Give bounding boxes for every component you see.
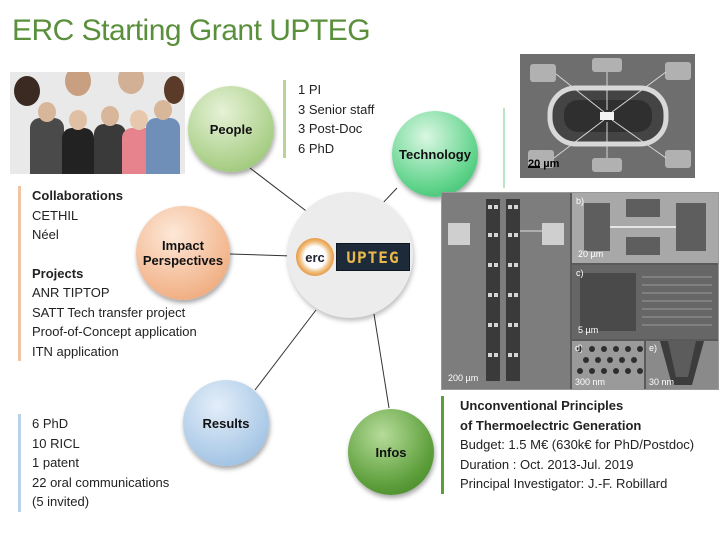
sem-panel-e-label: e) — [649, 343, 658, 353]
infos-budget: Budget: 1.5 M€ (630k€ for PhD/Postdoc) — [460, 437, 695, 452]
results-line: 1 patent — [32, 455, 79, 470]
sem-panel-c-drawing — [572, 265, 718, 339]
infos-heading-line2: of Thermoelectric Generation — [460, 417, 642, 433]
team-photo — [10, 72, 185, 174]
sem-panel-d-label: d) — [575, 343, 584, 353]
people-details: 1 PI 3 Senior staff 3 Post-Doc 6 PhD — [283, 80, 374, 158]
results-line: (5 invited) — [32, 494, 90, 509]
results-line: 6 PhD — [32, 416, 69, 431]
results-line: 10 RICL — [32, 435, 80, 451]
people-line: 1 PI — [298, 82, 322, 97]
sem-image-device: 20 µm — [520, 54, 695, 178]
sem-panel-c-scale: 5 µm — [578, 325, 599, 335]
people-line: 3 Senior staff — [298, 101, 375, 117]
collaboration-item: Néel — [32, 227, 59, 242]
people-line: 6 PhD — [298, 140, 335, 156]
infos-pi: Principal Investigator: J.-F. Robillard — [460, 476, 668, 491]
infos-duration: Duration : Oct. 2013-Jul. 2019 — [460, 456, 634, 472]
sem-panel-e-drawing — [646, 341, 718, 389]
sem-image-panels: 200 µm b) 20 µm c) 5 µm — [441, 192, 719, 390]
sem-panel-b-drawing — [572, 193, 718, 263]
upteg-logo: erc UPTEG — [296, 238, 410, 276]
collaboration-item: CETHIL — [32, 207, 79, 223]
infos-heading-line1: Unconventional Principles — [460, 398, 624, 413]
project-item: ITN application — [32, 343, 119, 359]
results-details: 6 PhD 10 RICL 1 patent 22 oral communica… — [18, 414, 169, 512]
project-item: Proof-of-Concept application — [32, 324, 197, 339]
sem-panel-c: c) 5 µm — [572, 265, 718, 339]
connector-impact — [229, 253, 293, 257]
sem-device-drawing — [520, 54, 695, 178]
node-results: Results — [183, 380, 269, 466]
node-impact-perspectives: Impact Perspectives — [136, 206, 230, 300]
sem-device-scale: 20 µm — [528, 158, 560, 170]
sem-panel-c-label: c) — [576, 268, 584, 278]
sem-panel-b-label: b) — [576, 196, 585, 206]
people-line: 3 Post-Doc — [298, 121, 363, 136]
project-item: ANR TIPTOP — [32, 285, 110, 300]
sem-panel-d-scale: 300 nm — [575, 377, 606, 387]
node-technology: Technology — [392, 111, 478, 197]
node-people: People — [188, 86, 274, 172]
sem-panel-main: 200 µm — [442, 193, 570, 389]
sem-panel-b: b) 20 µm — [572, 193, 718, 263]
erc-logo: erc — [296, 238, 334, 276]
collaborations-heading: Collaborations — [32, 188, 124, 203]
impact-details: Collaborations CETHIL Néel Projects ANR … — [18, 186, 197, 361]
sem-panel-e: e) 30 nm — [646, 341, 718, 389]
technology-divider — [503, 108, 505, 188]
connector-results — [254, 309, 317, 391]
projects-heading: Projects — [32, 265, 84, 281]
sem-main-drawing — [442, 193, 570, 389]
connector-infos — [373, 313, 390, 409]
sem-main-scale: 200 µm — [448, 373, 479, 383]
sem-panel-e-scale: 30 nm — [649, 377, 675, 387]
page-title: ERC Starting Grant UPTEG — [12, 14, 371, 47]
results-line: 22 oral communications — [32, 474, 170, 490]
sem-panel-d-drawing — [572, 341, 644, 389]
upteg-wordmark: UPTEG — [336, 243, 410, 271]
node-infos: Infos — [348, 409, 434, 495]
sem-panel-d: d) 300 nm — [572, 341, 644, 389]
sem-panel-b-scale: 20 µm — [578, 249, 604, 259]
project-item: SATT Tech transfer project — [32, 304, 186, 320]
infos-details: Unconventional Principles of Thermoelect… — [441, 396, 694, 494]
